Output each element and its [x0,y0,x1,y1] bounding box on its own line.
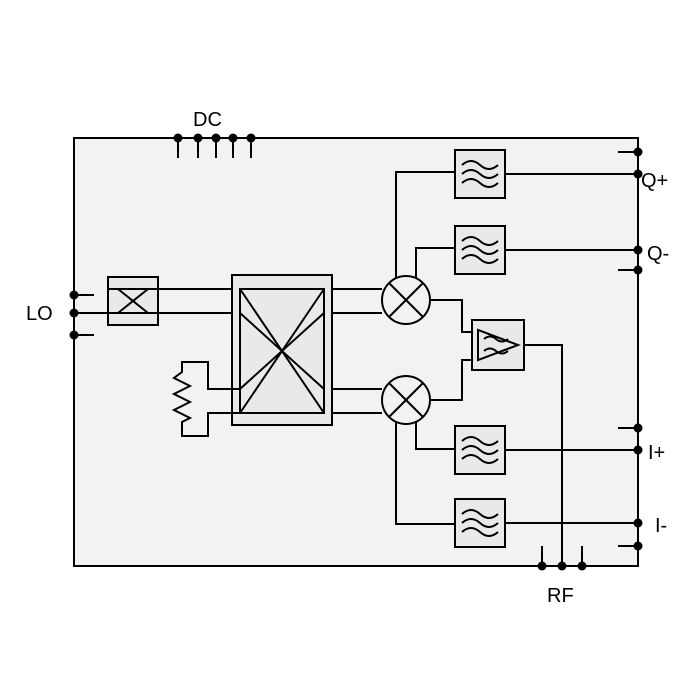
lo-pins [69,290,108,340]
filter-i-plus [454,425,506,475]
mixer-upper [381,275,431,325]
i-plus-label: I+ [648,442,665,464]
rf-pins [537,546,587,571]
filter-q-plus [454,149,506,199]
module-body [73,137,639,567]
q-minus-label: Q- [647,243,669,265]
right-pins [618,147,643,551]
lo-balun [107,276,159,326]
rf-hybrid [471,319,525,371]
dc-pins [173,133,256,158]
dc-label: DC [193,109,222,131]
i-minus-label: I- [655,515,667,537]
filter-i-minus [454,498,506,548]
lo-label: LO [26,303,53,325]
filter-q-minus [454,225,506,275]
quadrature-hybrid [231,274,333,426]
mixer-lower [381,375,431,425]
q-plus-label: Q+ [641,170,668,192]
rf-label: RF [547,585,574,607]
termination-resistor [171,361,232,437]
